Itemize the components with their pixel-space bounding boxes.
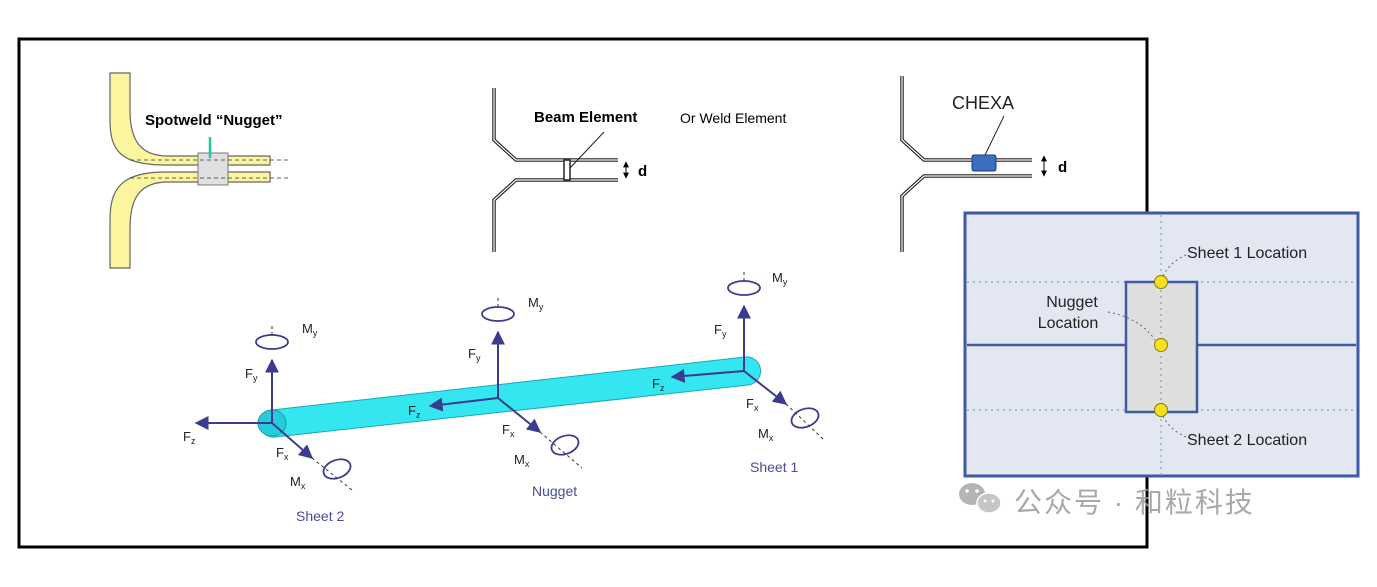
mx-label-sheet2: Mx	[290, 474, 306, 491]
sheet1-point	[1154, 275, 1168, 289]
fx-label-sheet1: Fx	[746, 396, 759, 413]
mx-label-sheet1: Mx	[758, 426, 774, 443]
wechat-icon	[959, 483, 1002, 514]
fy-label-sheet2: Fy	[245, 366, 258, 383]
sheet2-location-label: Sheet 2 Location	[1187, 432, 1307, 449]
fz-label-sheet2: Fz	[183, 429, 196, 446]
fy-label-nugget: Fy	[468, 346, 481, 363]
fx-label-sheet2: Fx	[276, 445, 289, 462]
fz-label-sheet1: Fz	[652, 376, 665, 393]
nugget-label: Nugget	[532, 483, 577, 499]
weld-element-label: Or Weld Element	[680, 110, 786, 126]
lower-sheet	[109, 171, 271, 269]
chexa-element	[971, 154, 997, 172]
nugget-location-label-1: Nugget	[1046, 294, 1098, 311]
sheet1-location-label: Sheet 1 Location	[1187, 245, 1307, 262]
main-frame	[17, 37, 1149, 549]
node-sheet1: My Fy Fz Fx Mx Sheet 1	[652, 270, 825, 475]
mx-label-nugget: Mx	[514, 452, 530, 469]
chexa-diagram: d CHEXA	[900, 76, 1067, 252]
beam-element-diagram: d Beam Element Or Weld Element	[492, 88, 786, 252]
fz-label-nugget: Fz	[408, 403, 421, 420]
sheet2-point	[1154, 403, 1168, 417]
nugget-point	[1154, 338, 1168, 352]
node-nugget: My Fy Fz Fx Mx Nugget	[408, 295, 583, 499]
fx-label-nugget: Fx	[502, 422, 515, 439]
spotweld-label: Spotweld “Nugget”	[145, 112, 283, 129]
my-label-sheet1: My	[772, 270, 788, 287]
my-label-nugget: My	[528, 295, 544, 312]
beam-element	[563, 159, 571, 181]
fy-label-sheet1: Fy	[714, 322, 727, 339]
location-inset: Sheet 1 Location Nugget Location Sheet 2…	[963, 211, 1360, 478]
chexa-label: CHEXA	[952, 93, 1014, 113]
sheet1-label: Sheet 1	[750, 459, 798, 475]
beam-model: My Fy Fz Fx Mx Sheet 2 My Fy Fz Fx Mx Nu…	[183, 270, 825, 524]
chexa-dim-label: d	[1058, 159, 1067, 176]
sheet2-label: Sheet 2	[296, 508, 344, 524]
beam-dim-label: d	[638, 163, 647, 180]
watermark-text: 公众号 · 和粒科技	[1014, 487, 1255, 518]
watermark: 公众号 · 和粒科技	[959, 483, 1255, 518]
node-sheet2: My Fy Fz Fx Mx Sheet 2	[183, 321, 353, 524]
my-label-sheet2: My	[302, 321, 318, 338]
spotweld-nugget-diagram: Spotweld “Nugget”	[109, 72, 290, 269]
nugget-region	[197, 152, 229, 186]
upper-sheet	[109, 72, 271, 166]
beam-element-label: Beam Element	[534, 109, 637, 126]
nugget-location-label-2: Location	[1038, 315, 1099, 332]
